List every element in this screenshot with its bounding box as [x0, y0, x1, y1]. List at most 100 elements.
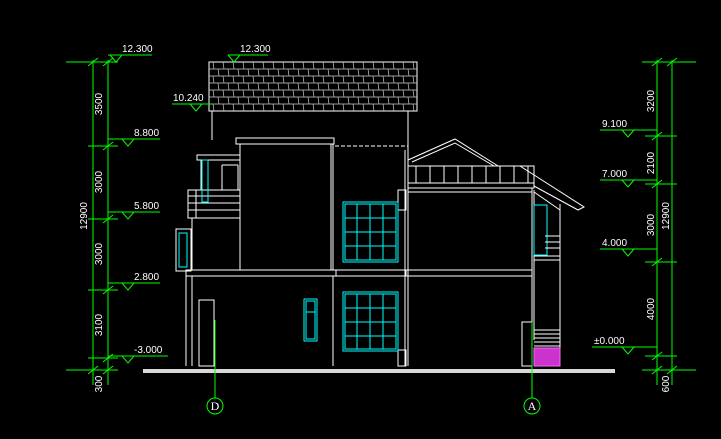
- roof-tile: [387, 68, 390, 77]
- roof-tile: [347, 96, 350, 105]
- roof-tile: [227, 82, 230, 91]
- roof-tile: [312, 61, 315, 70]
- right-level-label-2: 7.000: [602, 169, 627, 180]
- roof-tile: [377, 68, 380, 77]
- roof-tile: [382, 103, 385, 112]
- right-dim-seg-1: 3200: [646, 89, 657, 112]
- roof-tile: [222, 89, 225, 98]
- roof-tile: [297, 82, 300, 91]
- roof-tile: [372, 61, 375, 70]
- roof-tile: [342, 103, 345, 112]
- roof-tile: [312, 89, 315, 98]
- roof-level-marker: [172, 54, 268, 112]
- roof-tile: [312, 103, 315, 112]
- roof-tile: [257, 82, 260, 91]
- roof-tile: [357, 68, 360, 77]
- roof-tile: [317, 82, 320, 91]
- roof-tile: [262, 89, 265, 98]
- roof-tile: [347, 68, 350, 77]
- roof-tile: [232, 75, 235, 84]
- roof-tile: [412, 75, 415, 84]
- roof-tile: [237, 96, 240, 105]
- axis-lines: [214, 320, 533, 398]
- roof-tile: [212, 75, 215, 84]
- roof-tile: [292, 61, 295, 70]
- roof-tile: [227, 68, 230, 77]
- roof-tile: [397, 68, 400, 77]
- roof-tile: [272, 75, 275, 84]
- roof-tile: [327, 82, 330, 91]
- roof-tile: [282, 61, 285, 70]
- roof-tile: [222, 61, 225, 70]
- right-dim-seg-2: 2100: [646, 151, 657, 174]
- roof-tile: [232, 61, 235, 70]
- stair-tower: [211, 111, 409, 160]
- right-level-label-4: ±0.000: [594, 336, 625, 347]
- roof-tile: [407, 96, 410, 105]
- right-dim-seg-3: 3000: [646, 213, 657, 236]
- roof-tile: [402, 75, 405, 84]
- roof-tile: [372, 89, 375, 98]
- roof-tile: [352, 75, 355, 84]
- roof-tile: [382, 89, 385, 98]
- roof-tile: [217, 82, 220, 91]
- roof-tile: [247, 96, 250, 105]
- ground-line: [143, 369, 615, 373]
- roof-tile: [402, 61, 405, 70]
- roof-tile: [247, 68, 250, 77]
- roof-tile: [287, 68, 290, 77]
- roof-tile: [262, 75, 265, 84]
- roof-tile: [362, 103, 365, 112]
- roof-tile: [407, 68, 410, 77]
- roof-tile: [222, 103, 225, 112]
- roof-eave-level: 10.240: [173, 93, 204, 104]
- roof-tile: [392, 61, 395, 70]
- roof-tile: [397, 82, 400, 91]
- roof-tile: [237, 82, 240, 91]
- roof-tile: [292, 75, 295, 84]
- roof-tile: [337, 82, 340, 91]
- roof-tile: [392, 103, 395, 112]
- axis-label-a: A: [528, 399, 537, 413]
- roof-tile: [332, 75, 335, 84]
- right-side-stair: [533, 204, 561, 366]
- roof-tile: [292, 103, 295, 112]
- roof-tile: [307, 96, 310, 105]
- left-side-bay: [175, 228, 192, 272]
- roof-tile: [322, 89, 325, 98]
- roof-tile: [327, 96, 330, 105]
- roof-tile: [302, 103, 305, 112]
- roof-tile: [277, 96, 280, 105]
- roof-tile: [337, 68, 340, 77]
- roof-tile: [412, 61, 415, 70]
- roof-tile: [247, 82, 250, 91]
- top-tiled-roof: [208, 61, 418, 112]
- roof-tile: [367, 96, 370, 105]
- roof-tile: [222, 75, 225, 84]
- roof-tile: [212, 61, 215, 70]
- main-building-outline: [185, 137, 535, 366]
- roof-tile: [352, 89, 355, 98]
- roof-tile: [352, 103, 355, 112]
- roof-tile: [402, 89, 405, 98]
- roof-tile: [267, 68, 270, 77]
- axis-bubble-a: A: [523, 397, 541, 415]
- roof-tile: [292, 89, 295, 98]
- roof-tile: [307, 68, 310, 77]
- roof-tile: [252, 89, 255, 98]
- roof-tile: [272, 103, 275, 112]
- roof-tile: [262, 61, 265, 70]
- left-dim-bottom: 300: [94, 375, 105, 392]
- left-dim-total: 12900: [79, 202, 90, 230]
- roof-tile: [342, 61, 345, 70]
- roof-tile: [262, 103, 265, 112]
- roof-tile: [252, 103, 255, 112]
- right-level-label-3: 4.000: [602, 238, 627, 249]
- roof-tile: [242, 89, 245, 98]
- left-dimension-chain: [66, 57, 118, 385]
- roof-tile: [377, 96, 380, 105]
- roof-tile: [342, 75, 345, 84]
- roof-tile: [357, 96, 360, 105]
- roof-tile: [277, 68, 280, 77]
